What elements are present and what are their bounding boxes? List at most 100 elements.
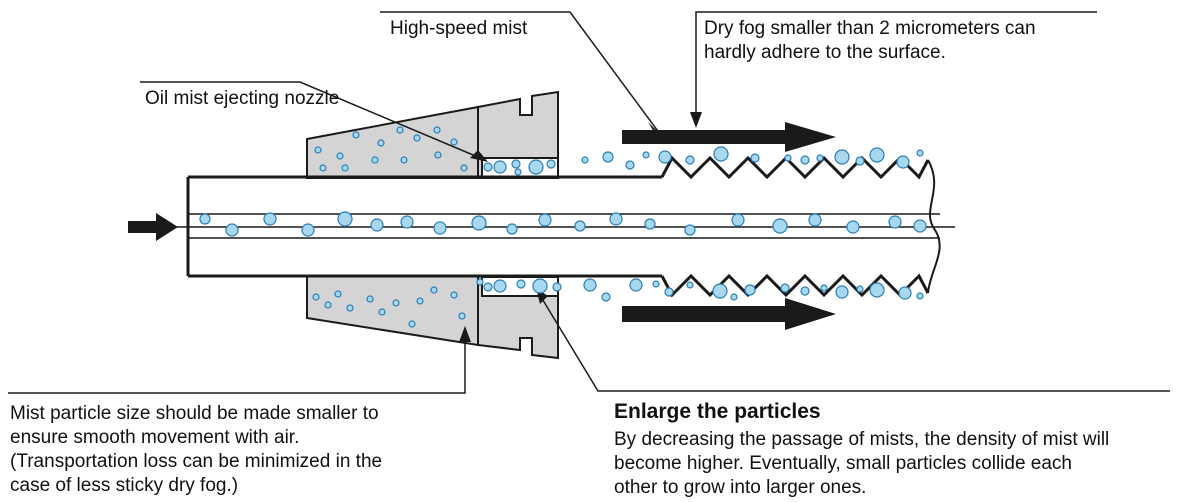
mist-particle [366,295,374,303]
mist-particle [913,219,927,233]
nozzle-body-bottom [306,275,479,347]
label-mist-size: Mist particle size should be made smalle… [10,403,383,496]
leader-enlarge [537,291,1170,392]
mist-particle [664,287,674,297]
mist-particle [684,224,696,236]
flow-arrow-top [622,122,836,152]
mist-particle [408,320,416,328]
mist-particle [896,155,910,169]
mist-particle [516,279,526,289]
mist-particle [460,164,468,172]
mist-particle [483,162,493,172]
mist-particle [538,213,552,227]
leader-mist-size [8,330,466,394]
mist-particle [336,152,344,160]
mist-particle [855,156,865,166]
mist-particle [642,151,650,159]
mist-particle [337,211,353,227]
mist-particle [434,151,442,159]
mist-particle [609,212,623,226]
mist-particle [898,286,912,300]
leader-nozzle [140,81,486,161]
mist-particle [800,286,810,296]
inlet-arrow [128,213,178,241]
mist-particle [820,284,828,292]
mist-particle [686,281,694,289]
mist-particle [433,221,447,235]
mist-particle [846,220,860,234]
mist-particle [712,283,728,299]
mist-particle [744,284,756,296]
cut-end [927,159,941,294]
mist-particle [625,160,635,170]
mist-particle [400,215,414,229]
mist-particle [583,278,597,292]
mist-particle [644,218,656,230]
mist-particle [433,126,441,134]
mist-particle [430,286,438,294]
mist-particle [731,213,745,227]
mist-particle [416,297,424,305]
mist-particle [574,220,586,232]
mist-particle [199,213,211,225]
mist-particle [652,280,660,288]
serration-top [660,155,930,180]
mist-particle [916,292,924,300]
mist-particle [713,146,729,162]
mist-particle [808,213,822,227]
mist-particle [400,156,408,164]
mist-particle [552,282,562,292]
mist-particle [225,223,239,237]
mist-particle [888,215,902,229]
leader-high-speed [380,11,661,135]
mist-particle [458,312,466,320]
mist-particle [324,301,332,309]
mist-particle [506,223,518,235]
mist-particle [493,279,507,293]
mist-particle [334,290,342,298]
mist-particle [546,159,556,169]
mist-particle [602,151,614,163]
mist-particle [392,299,400,307]
label-nozzle: Oil mist ejecting nozzle [145,88,340,109]
label-enlarge-title: Enlarge the particles [614,400,821,423]
label-enlarge-body: By decreasing the passage of mists, the … [614,429,1110,498]
mist-particle [629,278,643,292]
mist-particle [784,154,792,162]
mist-particle [514,168,522,176]
mist-particle [450,138,458,146]
mist-particle [483,282,493,292]
mist-particle [471,215,487,231]
mist-particle [685,155,695,165]
mist-particle [816,154,824,162]
mist-particle [370,218,384,232]
mist-particle [450,291,458,299]
flow-arrow-bottom [622,298,836,330]
mist-particle [601,292,611,302]
mist-particle [346,304,354,312]
mist-particles [199,126,927,328]
mist-particle [835,285,849,299]
mist-particle [378,308,386,316]
mist-particle [869,147,885,163]
label-dry-fog: Dry fog smaller than 2 micrometers can h… [704,18,1036,63]
mist-particle [371,156,379,164]
mist-particle [750,153,760,163]
mist-particle [730,293,738,301]
mist-particle [532,278,548,294]
mist-particle [312,293,320,301]
mist-particle [834,149,850,165]
mist-particle [341,164,349,172]
mist-particle [780,283,790,293]
serration-bottom [660,273,930,298]
mist-particle [869,282,885,298]
mist-particle [511,159,521,169]
mist-particle [396,126,404,134]
mist-particle [528,159,544,175]
mist-particle [263,212,277,226]
mist-particle [772,218,788,234]
mist-particle [352,131,360,139]
mist-particle [581,156,589,164]
